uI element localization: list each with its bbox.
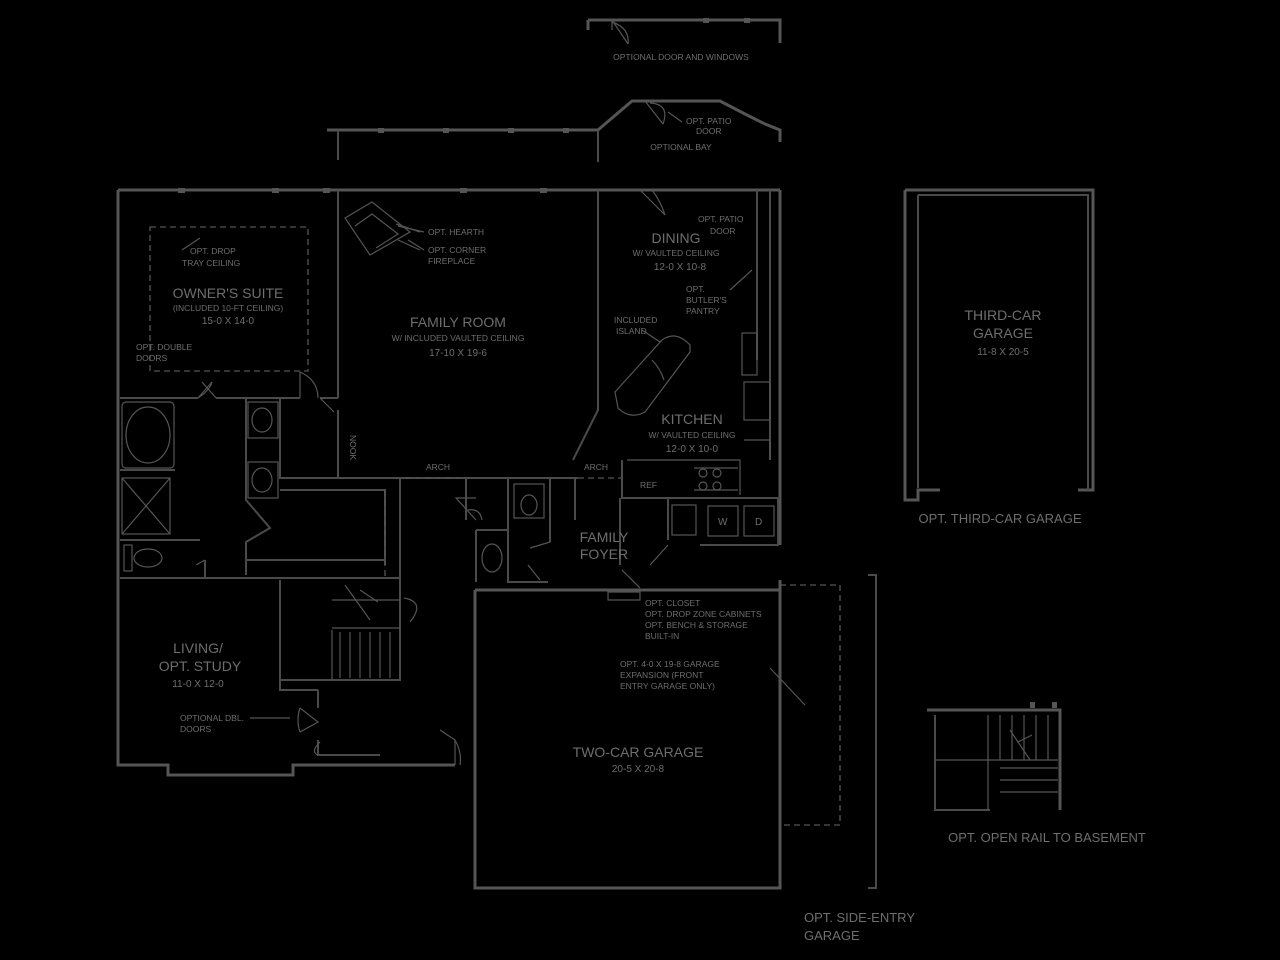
closet-note-2: OPT. DROP ZONE CABINETS bbox=[645, 609, 762, 619]
garage-expansion-note-1: OPT. 4-0 X 19-8 GARAGE bbox=[620, 659, 720, 669]
closet-note-1: OPT. CLOSET bbox=[645, 598, 700, 608]
dining-patio-note-2: DOOR bbox=[710, 226, 736, 236]
owners-suite-name: OWNER'S SUITE bbox=[173, 285, 284, 301]
island-note-2: ISLAND bbox=[616, 326, 647, 336]
closet-note-4: BUILT-IN bbox=[645, 631, 679, 641]
dining-dim: 12-0 X 10-8 bbox=[654, 262, 707, 273]
dbl-doors-note: OPTIONAL DBL. bbox=[180, 713, 244, 723]
kitchen-name: KITCHEN bbox=[661, 411, 722, 427]
family-room-dim: 17-10 X 19-6 bbox=[429, 348, 487, 359]
dryer-label: D bbox=[755, 517, 762, 528]
door-swings bbox=[195, 189, 669, 766]
arch-label-left: ARCH bbox=[426, 462, 450, 472]
kitchen-dim: 12-0 X 10-0 bbox=[666, 444, 719, 455]
optional-bay-detail bbox=[327, 99, 782, 162]
kitchen-island bbox=[614, 329, 691, 416]
family-room-name: FAMILY ROOM bbox=[410, 314, 506, 330]
washer-label: W bbox=[718, 517, 728, 528]
ref-label: REF bbox=[640, 480, 657, 490]
third-car-garage-name: THIRD-CAR bbox=[965, 307, 1042, 323]
third-car-garage-dim: 11-8 X 20-5 bbox=[977, 347, 1029, 358]
kitchen-note: W/ VAULTED CEILING bbox=[648, 430, 735, 440]
dbl-doors-note-2: DOORS bbox=[180, 724, 212, 734]
open-rail-detail bbox=[927, 702, 1062, 811]
side-entry-option-label-2: GARAGE bbox=[804, 928, 860, 943]
closet-note-3: OPT. BENCH & STORAGE bbox=[645, 620, 748, 630]
tray-ceiling-note-2: TRAY CEILING bbox=[182, 258, 240, 268]
arch-label-right: ARCH bbox=[584, 462, 608, 472]
optional-door-windows-detail bbox=[586, 18, 782, 45]
dining-note: W/ VAULTED CEILING bbox=[632, 248, 719, 258]
tray-ceiling-note: OPT. DROP bbox=[190, 246, 236, 256]
bay-patio-door-label: OPT. PATIO bbox=[686, 116, 732, 126]
two-car-garage-dim: 20-5 X 20-8 bbox=[612, 764, 665, 775]
two-car-garage-name: TWO-CAR GARAGE bbox=[573, 744, 704, 760]
family-foyer-name-2: FOYER bbox=[580, 546, 628, 562]
optional-door-windows-label: OPTIONAL DOOR AND WINDOWS bbox=[613, 52, 749, 62]
living-name-2: OPT. STUDY bbox=[159, 658, 242, 674]
family-room-note: W/ INCLUDED VAULTED CEILING bbox=[392, 333, 525, 343]
bay-patio-door-label-2: DOOR bbox=[696, 126, 722, 136]
island-note: INCLUDED bbox=[614, 315, 657, 325]
corner-fireplace-note-2: FIREPLACE bbox=[428, 256, 476, 266]
double-doors-note: OPT. DOUBLE bbox=[136, 342, 193, 352]
garage-expansion-note-3: ENTRY GARAGE ONLY) bbox=[620, 681, 715, 691]
dining-name: DINING bbox=[652, 230, 701, 246]
garage-expansion-note-2: EXPANSION (FRONT bbox=[620, 670, 703, 680]
third-car-garage-name-2: GARAGE bbox=[973, 325, 1033, 341]
hearth-note: OPT. HEARTH bbox=[428, 227, 484, 237]
owners-suite-dim: 15-0 X 14-0 bbox=[202, 316, 255, 327]
dining-patio-note: OPT. PATIO bbox=[698, 214, 744, 224]
family-foyer-name: FAMILY bbox=[580, 529, 629, 545]
optional-bay-label: OPTIONAL BAY bbox=[650, 142, 712, 152]
open-rail-option-label: OPT. OPEN RAIL TO BASEMENT bbox=[948, 830, 1146, 845]
tray-ceiling-outline bbox=[149, 226, 309, 372]
interior-walls bbox=[120, 190, 780, 756]
garage-expansion bbox=[769, 574, 877, 889]
living-dim: 11-0 X 12-0 bbox=[172, 679, 224, 690]
nook-label: NOOK bbox=[348, 435, 358, 460]
living-name: LIVING/ bbox=[173, 640, 223, 656]
main-walls bbox=[116, 188, 782, 890]
third-car-garage-outline bbox=[903, 188, 1095, 502]
butlers-pantry-note: OPT. bbox=[686, 284, 705, 294]
butlers-pantry-note-2: BUTLER'S bbox=[686, 295, 727, 305]
side-entry-option-label: OPT. SIDE-ENTRY bbox=[804, 910, 915, 925]
double-doors-note-2: DOORS bbox=[136, 353, 168, 363]
owners-suite-note: (INCLUDED 10-FT CEILING) bbox=[173, 303, 284, 313]
third-car-garage-option-label: OPT. THIRD-CAR GARAGE bbox=[918, 511, 1081, 526]
butlers-pantry-note-3: PANTRY bbox=[686, 306, 720, 316]
corner-fireplace-note: OPT. CORNER bbox=[428, 245, 486, 255]
